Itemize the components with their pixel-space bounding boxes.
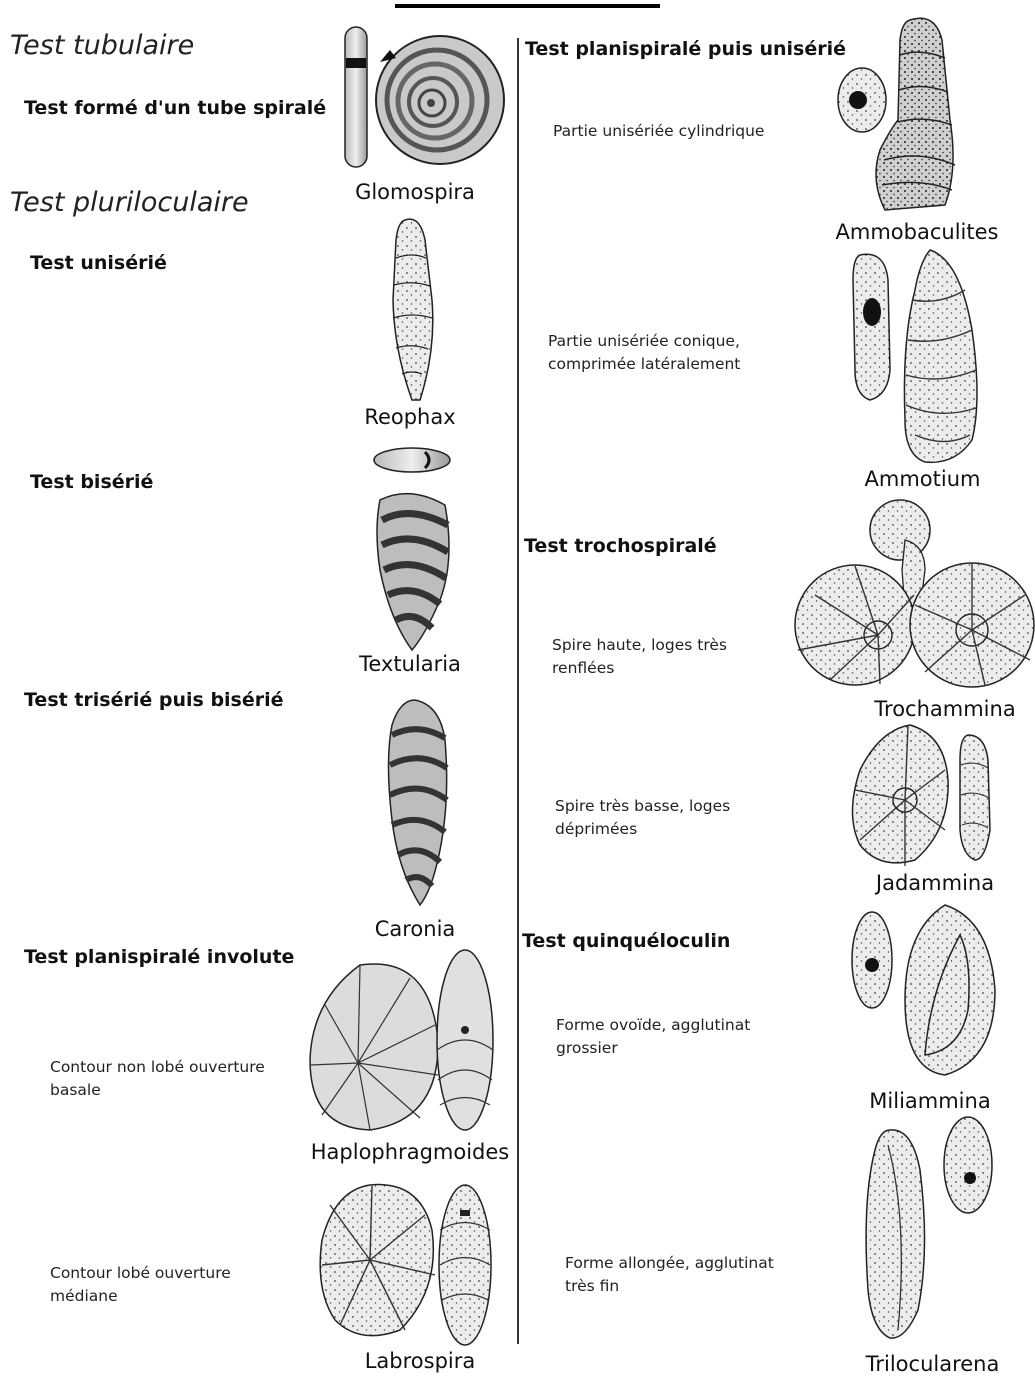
reophax-illustration [393,219,433,400]
ammotium-illustration [853,250,977,462]
jadammina-illustration [853,725,991,866]
trochammina-illustration [795,500,1034,687]
haplophragmoides-illustration [310,950,493,1130]
ammobaculites-illustration [838,18,955,210]
caronia-illustration [389,700,448,905]
textularia-illustration [374,448,450,650]
labrospira-illustration [320,1185,491,1345]
miliammina-illustration [852,905,995,1075]
trilocularena-illustration [866,1117,992,1338]
glomospira-illustration [345,27,504,167]
